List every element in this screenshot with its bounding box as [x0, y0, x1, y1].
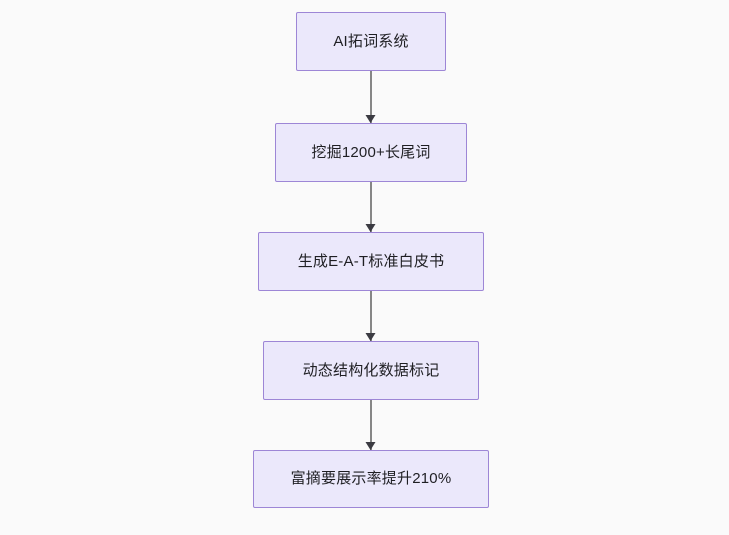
- edge-line: [370, 182, 372, 232]
- node-label: 生成E-A-T标准白皮书: [297, 252, 445, 270]
- edge-line: [370, 291, 372, 341]
- flow-node-ai-keyword-system[interactable]: AI拓词系统: [296, 12, 446, 71]
- arrowhead-icon: [365, 332, 376, 341]
- edge-line: [370, 71, 372, 123]
- node-label: 动态结构化数据标记: [302, 361, 440, 379]
- arrowhead-icon: [365, 441, 376, 450]
- node-label: AI拓词系统: [333, 32, 409, 50]
- flow-node-generate-eat-whitepaper[interactable]: 生成E-A-T标准白皮书: [258, 232, 484, 291]
- flow-node-dynamic-structured-data-markup[interactable]: 动态结构化数据标记: [263, 341, 479, 400]
- node-label: 挖掘1200+长尾词: [311, 143, 431, 161]
- flow-node-mine-longtail-keywords[interactable]: 挖掘1200+长尾词: [275, 123, 467, 182]
- flow-node-rich-snippet-rate-increase[interactable]: 富摘要展示率提升210%: [253, 450, 489, 508]
- node-label: 富摘要展示率提升210%: [290, 470, 452, 487]
- arrowhead-icon: [365, 114, 376, 123]
- arrowhead-icon: [365, 223, 376, 232]
- edge-line: [370, 400, 372, 450]
